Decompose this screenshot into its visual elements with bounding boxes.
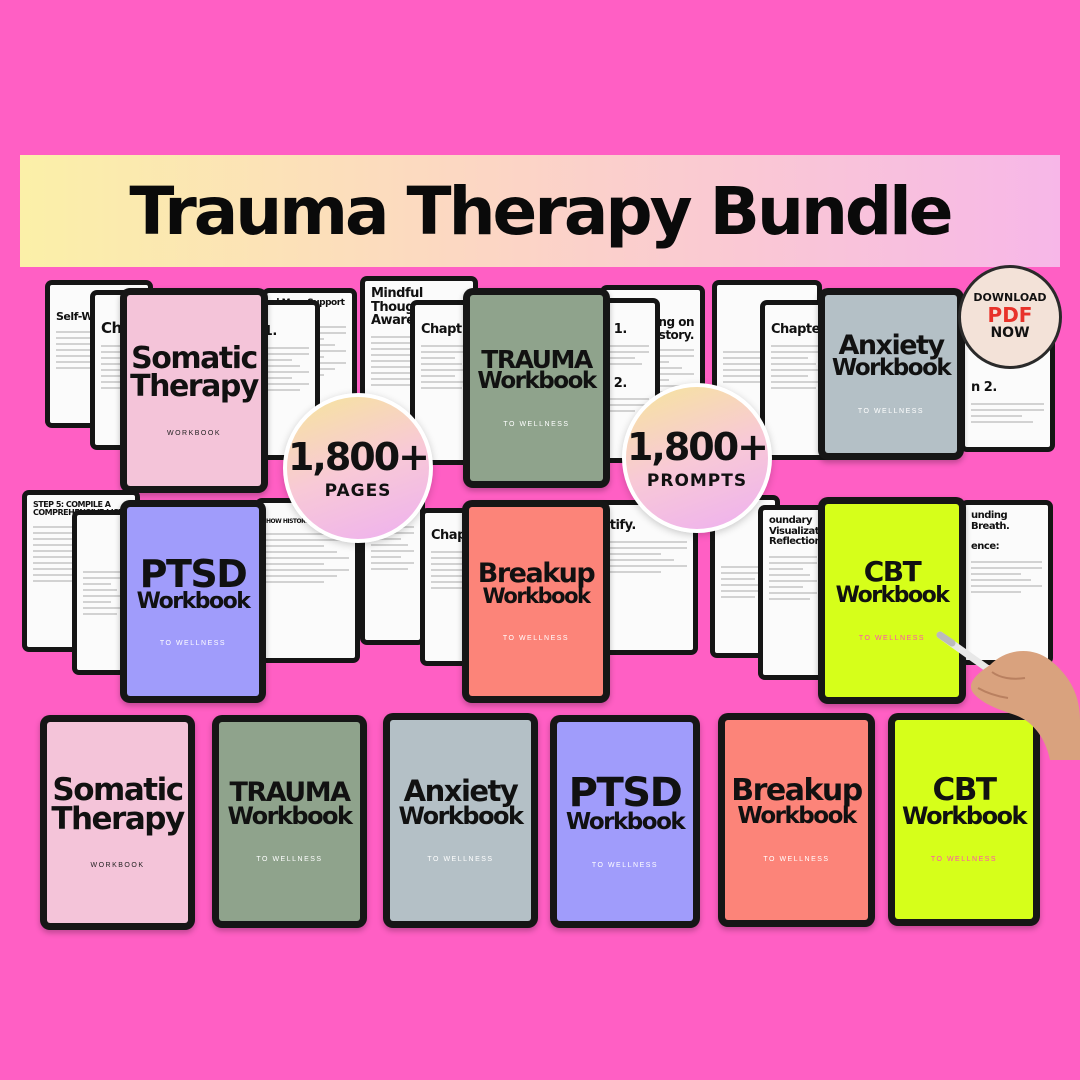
download-pdf-badge[interactable]: DOWNLOAD PDF NOW: [958, 265, 1062, 369]
cover-subtitle: TO WELLNESS: [930, 856, 998, 864]
cover-subtitle: TO WELLNESS: [427, 856, 494, 864]
pdf-label: PDF: [987, 303, 1033, 328]
title-banner: Trauma Therapy Bundle: [20, 155, 1060, 267]
download-label: DOWNLOAD: [973, 291, 1047, 305]
pages-label: PAGES: [324, 481, 392, 501]
prompts-count-badge: 1,800+ PROMPTS: [622, 383, 772, 533]
cover-subtitle: TO WELLNESS: [858, 634, 926, 642]
page-sheet: HOW HISTORY SHAPES: [255, 498, 360, 663]
page-sheet: oundary Visualizati Reflection.: [758, 505, 828, 680]
cover-subtitle: TO WELLNESS: [503, 421, 570, 429]
cover-subtitle: TO WELLNESS: [159, 640, 227, 648]
prompts-count: 1,800+: [626, 425, 769, 469]
cover-subtitle: TO WELLNESS: [857, 408, 925, 416]
prompts-label: PROMPTS: [646, 471, 748, 491]
hand-with-stylus-icon: [936, 631, 1080, 760]
cover-subtitle: WORKBOOK: [90, 862, 145, 870]
cover-subtitle: TO WELLNESS: [763, 855, 830, 863]
cover-subtitle: TO WELLNESS: [591, 861, 659, 869]
pages-count-badge: 1,800+ PAGES: [283, 393, 433, 543]
cover-subtitle: WORKBOOK: [166, 429, 221, 437]
page-sheet: unding Breath.ence:: [960, 500, 1053, 665]
cover-subtitle: TO WELLNESS: [502, 634, 570, 642]
bundle-title: Trauma Therapy Bundle: [129, 172, 953, 250]
cover-subtitle: TO WELLNESS: [256, 856, 323, 864]
now-label: NOW: [990, 325, 1030, 342]
pages-count: 1,800+: [287, 435, 430, 479]
